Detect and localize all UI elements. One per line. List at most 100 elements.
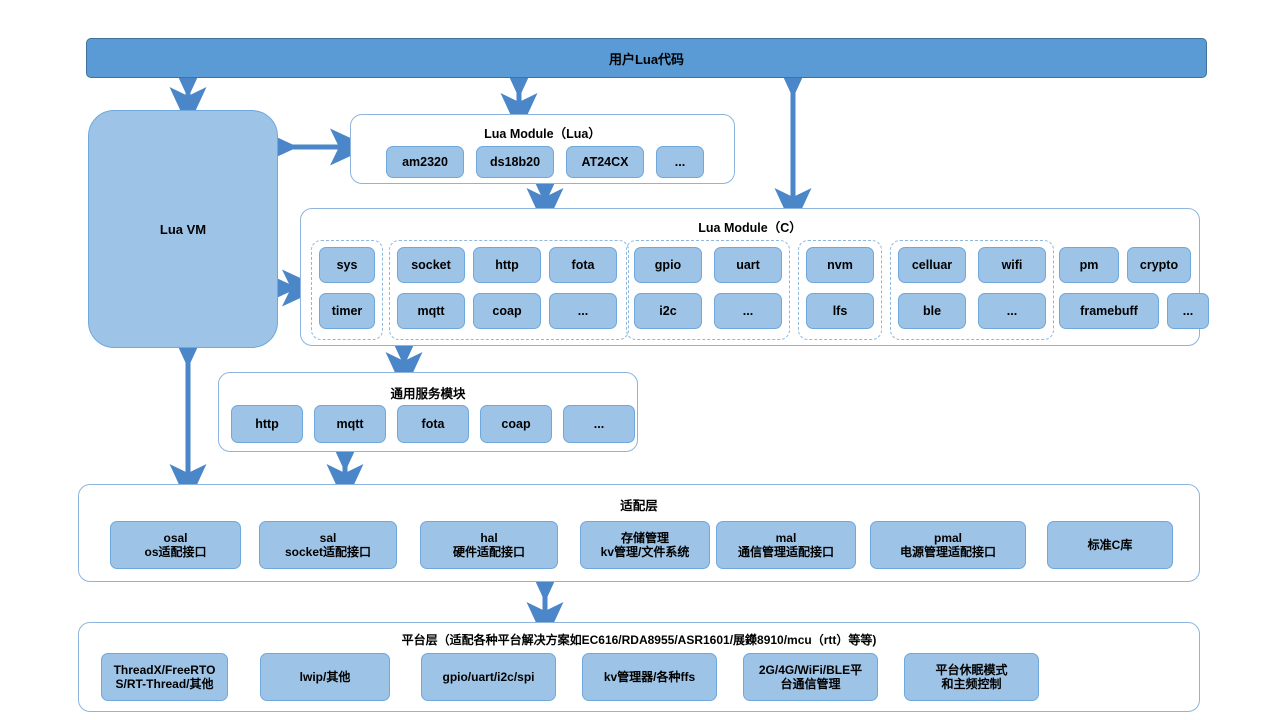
chip-label-line2: 硬件适配接口 — [452, 545, 525, 559]
chip-label: mqtt — [417, 303, 445, 318]
chip-label: ... — [1182, 303, 1194, 318]
chip-label: nvm — [827, 257, 853, 272]
chip-label: ... — [742, 303, 754, 318]
banner-label: 用户Lua代码 — [608, 51, 685, 67]
user-lua-code-banner[interactable]: 用户Lua代码 — [86, 38, 1207, 78]
chip-label-line2: 通信管理适配接口 — [737, 545, 834, 559]
common-service-panel: 通用服务模块 http mqtt fota coap ... — [218, 372, 638, 452]
chip-mqtt[interactable]: mqtt — [397, 293, 465, 329]
chip-i2c[interactable]: i2c — [634, 293, 702, 329]
chip-net-more[interactable]: ... — [549, 293, 617, 329]
chip-label: mqtt — [336, 416, 364, 431]
chip-lwip[interactable]: lwip/其他 — [260, 653, 390, 701]
chip-label: am2320 — [402, 154, 448, 169]
chip-label: uart — [736, 257, 760, 272]
chip-service-mqtt[interactable]: mqtt — [314, 405, 386, 443]
chip-kv-manager[interactable]: kv管理器/各种ffs — [582, 653, 717, 701]
chip-crypto[interactable]: crypto — [1127, 247, 1191, 283]
chip-label: AT24CX — [581, 154, 629, 169]
chip-label-line1: 2G/4G/WiFi/BLE平 — [758, 662, 863, 677]
chip-wifi[interactable]: wifi — [978, 247, 1046, 283]
chip-label: framebuff — [1080, 303, 1138, 318]
chip-coap[interactable]: coap — [473, 293, 541, 329]
chip-label: ds18b20 — [489, 154, 541, 169]
chip-label: http — [495, 257, 519, 272]
chip-label-line2: S/RT-Thread/其他 — [115, 677, 214, 691]
chip-timer[interactable]: timer — [319, 293, 375, 329]
chip-service-coap[interactable]: coap — [480, 405, 552, 443]
chip-gpio[interactable]: gpio — [634, 247, 702, 283]
chip-pm[interactable]: pm — [1059, 247, 1119, 283]
group-wireless — [890, 240, 1054, 340]
chip-label-line1: kv管理器/各种ffs — [603, 669, 696, 684]
group-periph — [626, 240, 790, 340]
chip-label: ... — [593, 416, 605, 431]
chip-ble[interactable]: ble — [898, 293, 966, 329]
chip-wireless-more[interactable]: ... — [978, 293, 1046, 329]
chip-label: socket — [411, 257, 451, 272]
chip-label: i2c — [659, 303, 677, 318]
group-net — [389, 240, 629, 340]
chip-am2320[interactable]: am2320 — [386, 146, 464, 178]
lua-vm-block[interactable]: Lua VM — [88, 110, 278, 348]
chip-label-line2: socket适配接口 — [284, 545, 372, 559]
chip-lua-more[interactable]: ... — [656, 146, 704, 178]
chip-label: ble — [922, 303, 942, 318]
chip-celluar[interactable]: celluar — [898, 247, 966, 283]
chip-label: lfs — [832, 303, 848, 318]
chip-comm-mgmt[interactable]: 2G/4G/WiFi/BLE平台通信管理 — [743, 653, 878, 701]
chip-label-line2: 台通信管理 — [780, 677, 841, 691]
chip-ds18b20[interactable]: ds18b20 — [476, 146, 554, 178]
chip-label: ... — [674, 154, 686, 169]
chip-label-line2: 和主频控制 — [941, 677, 1002, 691]
common-service-title: 通用服务模块 — [390, 387, 466, 401]
chip-socket[interactable]: socket — [397, 247, 465, 283]
chip-sleep-mode[interactable]: 平台休眠模式和主频控制 — [904, 653, 1039, 701]
chip-label-line1: hal — [480, 530, 498, 545]
chip-framebuff[interactable]: framebuff — [1059, 293, 1159, 329]
chip-label-line2: 电源管理适配接口 — [899, 545, 996, 559]
chip-label-line1: mal — [775, 530, 797, 545]
chip-misc-more[interactable]: ... — [1167, 293, 1209, 329]
chip-lfs[interactable]: lfs — [806, 293, 874, 329]
chip-standard-c-lib[interactable]: 标准C库 — [1047, 521, 1173, 569]
chip-label-line1: 平台休眠模式 — [935, 662, 1008, 677]
chip-label: ... — [577, 303, 589, 318]
chip-label: celluar — [911, 257, 953, 272]
chip-uart[interactable]: uart — [714, 247, 782, 283]
platform-layer-panel: 平台层（适配各种平台解决方案如EC616/RDA8955/ASR1601/展鑅8… — [78, 622, 1200, 712]
chip-at24cx[interactable]: AT24CX — [566, 146, 644, 178]
chip-label: coap — [492, 303, 522, 318]
chip-label: wifi — [1001, 257, 1023, 272]
chip-nvm[interactable]: nvm — [806, 247, 874, 283]
chip-label-line1: lwip/其他 — [299, 669, 351, 684]
chip-label: pm — [1079, 257, 1099, 272]
chip-label-line2: kv管理/文件系统 — [600, 545, 690, 559]
chip-label: crypto — [1139, 257, 1179, 272]
group-sys — [311, 240, 383, 340]
chip-periph-more[interactable]: ... — [714, 293, 782, 329]
chip-service-more[interactable]: ... — [563, 405, 635, 443]
lua-module-lua-panel: Lua Module（Lua） am2320 ds18b20 AT24CX ..… — [350, 114, 735, 184]
chip-label: fota — [421, 416, 445, 431]
lua-vm-label: Lua VM — [159, 221, 207, 237]
chip-service-fota[interactable]: fota — [397, 405, 469, 443]
chip-sys[interactable]: sys — [319, 247, 375, 283]
chip-label-line2: os适配接口 — [144, 545, 207, 559]
chip-label: coap — [501, 416, 531, 431]
chip-service-http[interactable]: http — [231, 405, 303, 443]
platform-layer-title: 平台层（适配各种平台解决方案如EC616/RDA8955/ASR1601/展鑅8… — [401, 633, 877, 647]
chip-http[interactable]: http — [473, 247, 541, 283]
chip-fota[interactable]: fota — [549, 247, 617, 283]
chip-gpio-uart-i2c-spi[interactable]: gpio/uart/i2c/spi — [421, 653, 556, 701]
chip-label-line1: sal — [319, 530, 337, 545]
